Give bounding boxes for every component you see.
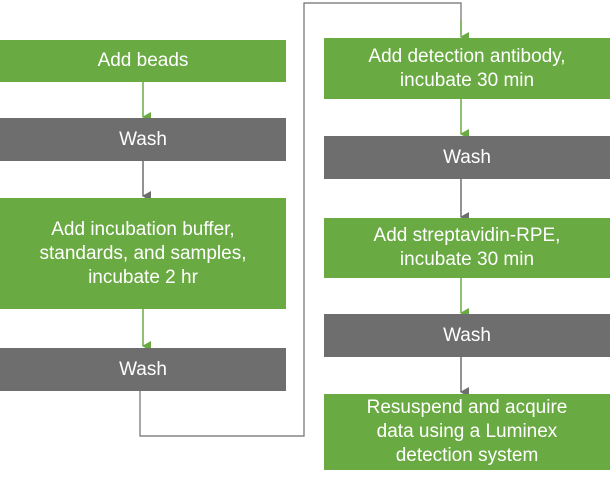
step-wash-1: Wash	[0, 118, 286, 161]
step-add-streptavidin-rpe: Add streptavidin-RPE, incubate 30 min	[324, 218, 610, 278]
step-add-detection-antibody: Add detection antibody, incubate 30 min	[324, 38, 610, 99]
step-wash-3: Wash	[324, 136, 610, 179]
column-connector	[139, 2, 462, 437]
step-add-beads: Add beads	[0, 40, 286, 82]
step-wash-4: Wash	[324, 314, 610, 357]
step-wash-2: Wash	[0, 348, 286, 391]
step-add-incubation-buffer: Add incubation buffer, standards, and sa…	[0, 198, 286, 309]
step-resuspend-acquire: Resuspend and acquire data using a Lumin…	[324, 394, 610, 470]
